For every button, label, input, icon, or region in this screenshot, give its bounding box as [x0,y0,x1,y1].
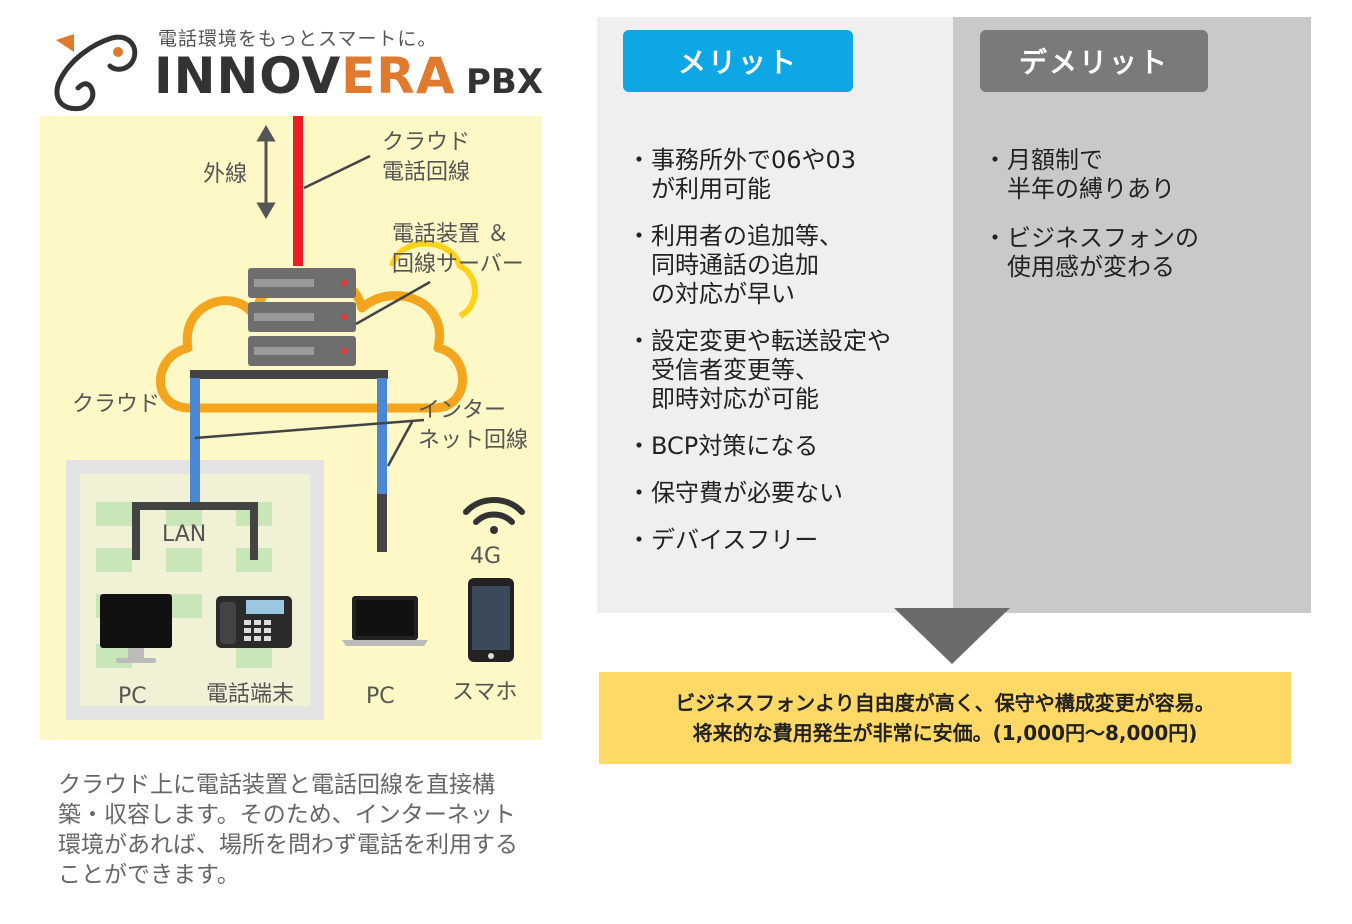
merit-item: デバイスフリー [627,526,937,555]
merit-item: 設定変更や転送設定や 受信者変更等、 即時対応が可能 [627,327,937,414]
label-lan: LAN [162,522,207,547]
merit-item: 事務所外で06や03 が利用可能 [627,146,937,204]
summary-line-1: ビジネスフォンより自由度が高く、保守や構成変更が容易。 [675,691,1215,715]
demerit-column [953,17,1311,613]
outside-line-arrow [256,125,276,219]
yellow-cloud-accent [389,240,478,319]
demerit-item: 月額制で 半年の縛りあり [983,146,1293,204]
merit-column [597,17,953,613]
wifi-icon [463,497,525,534]
merit-list: 事務所外で06や03 が利用可能 利用者の追加等、 同時通話の追加 の対応が早い… [627,146,937,573]
telephone-handset-icon [54,34,138,112]
merit-item: BCP対策になる [627,432,937,461]
merit-item: 利用者の追加等、 同時通話の追加 の対応が早い [627,222,937,309]
demerit-list: 月額制で 半年の縛りあり ビジネスフォンの 使用感が変わる [983,146,1293,302]
logo-suffix: PBX [466,62,544,102]
desk-phone-icon [216,596,292,648]
smartphone-icon [468,578,514,662]
demerit-header: デメリット [980,30,1208,92]
label-cloud: クラウド [72,392,161,417]
summary-box: ビジネスフォンより自由度が高く、保守や構成変更が容易。 将来的な費用発生が非常に… [599,672,1291,764]
logo-name-part1: INNOV [154,47,342,105]
label-smartphone: スマホ [452,680,518,705]
logo-tagline: 電話環境をもっとスマートに。 [158,28,438,50]
summary-line-2: 将来的な費用発生が非常に安価。(1,000円〜8,000円) [692,721,1198,745]
desktop-pc-icon [100,594,172,663]
label-pc-desktop: PC [118,684,147,709]
logo-name: INNOVERA [154,48,456,104]
server-icon [248,268,356,366]
diagram-graphics [66,116,525,720]
merit-header: メリット [623,30,853,92]
label-phone-terminal: 電話端末 [206,682,295,707]
network-diagram: 外線 クラウド 電話回線 電話装置 ＆ 回線サーバー クラウド インター ネット… [40,116,542,740]
description-text: クラウド上に電話装置と電話回線を直接構築・収容します。そのため、インターネット環… [58,772,518,888]
label-internet-line: インター ネット回線 [418,398,529,453]
laptop-icon [342,596,428,646]
label-cloud-phone-line: クラウド 電話回線 [382,130,471,185]
label-4g: 4G [470,544,502,569]
label-outside-line: 外線 [203,162,248,187]
demerit-item: ビジネスフォンの 使用感が変わる [983,224,1293,282]
merit-item: 保守費が必要ない [627,479,937,508]
down-arrow-icon [894,608,1010,664]
label-device-server: 電話装置 ＆ 回線サーバー [392,222,524,277]
logo-name-part2: ERA [341,47,456,105]
label-pc-laptop: PC [366,684,395,709]
